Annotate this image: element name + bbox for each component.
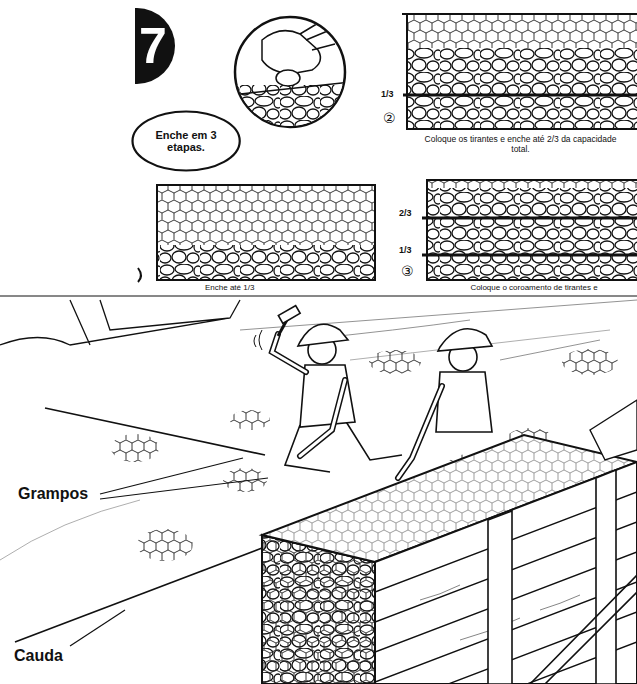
magnifier-detail <box>230 17 350 135</box>
step-caption: Enche até 1/3 <box>205 283 254 292</box>
node-text: 7 <box>135 19 171 74</box>
part-name: Grampos <box>18 485 88 503</box>
fraction-mark: 2/3 <box>399 208 412 218</box>
step-number: 7 <box>135 8 175 84</box>
callout-number: ③ <box>401 263 414 279</box>
fraction-mark: 1/3 <box>399 245 412 255</box>
callout-number: ② <box>383 110 396 126</box>
gabion-box-stage-1 <box>138 185 375 282</box>
gabion-box-stage-3 <box>422 180 637 280</box>
step-caption: Coloque o coroamento de tirantes e <box>434 283 634 292</box>
fraction-mark: 1/3 <box>381 89 394 99</box>
step-caption: Coloque os tirantes e enche até 2/3 da c… <box>418 135 623 155</box>
node-text: Enche em 3 etapas. <box>150 129 222 153</box>
installation-scene <box>0 296 637 684</box>
instruction-oval: Enche em 3 etapas. <box>131 110 241 172</box>
gabion-box-stage-2 <box>402 14 637 129</box>
oval-shape <box>132 112 239 171</box>
part-name: Cauda <box>14 647 63 665</box>
